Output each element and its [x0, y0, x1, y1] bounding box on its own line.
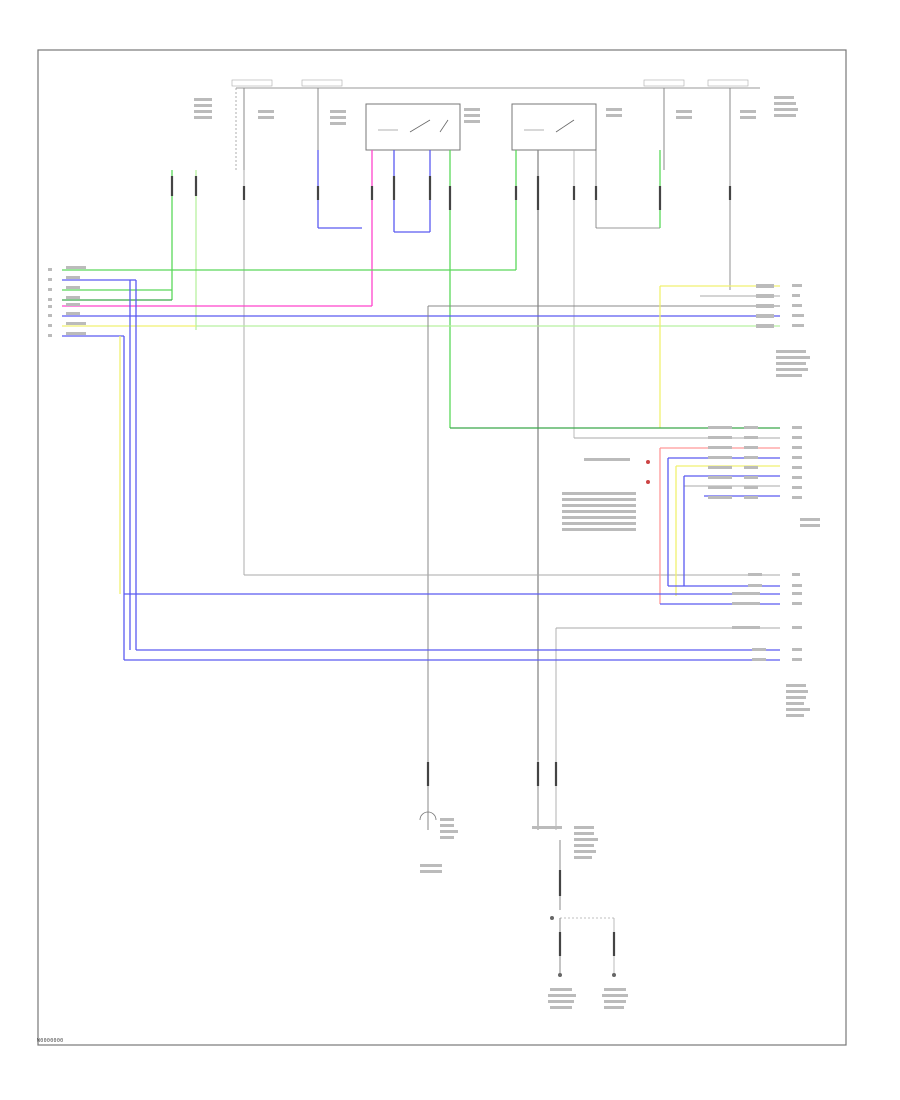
right-pin-marks-lower	[732, 573, 810, 717]
right-pin-marks-mid	[708, 426, 820, 527]
lower-right-harness	[124, 448, 780, 760]
fuse-block-left	[231, 79, 273, 170]
bottom-sensor-left	[419, 760, 458, 873]
diagram-border	[37, 49, 847, 1046]
fuse-block-right	[707, 79, 749, 170]
diagram-footer-code: W0000000	[37, 1038, 64, 1044]
relay-box-left	[365, 103, 461, 151]
left-vertical-drops	[119, 279, 137, 660]
left-harness	[62, 269, 780, 760]
right-pin-marks-top	[756, 284, 810, 377]
mid-connector-marker	[562, 458, 650, 531]
left-pin-marks	[48, 266, 86, 337]
top-label-marks	[194, 96, 798, 125]
top-wire-stubs	[171, 150, 731, 760]
fuse-block-center-right	[643, 79, 685, 170]
connector-terminals	[170, 176, 732, 210]
bottom-connector-center	[532, 760, 628, 1009]
relay-box-right	[511, 103, 597, 151]
